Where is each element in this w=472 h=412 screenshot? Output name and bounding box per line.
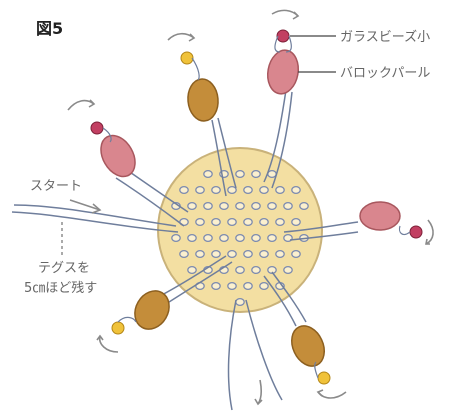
disc-hole-16 — [220, 203, 228, 210]
disc-hole-3 — [252, 171, 260, 178]
disc-hole-51 — [252, 267, 260, 274]
disc-hole-5 — [180, 187, 188, 194]
disc-hole-24 — [212, 219, 220, 226]
disc-hole-19 — [268, 203, 276, 210]
disc-hole-43 — [244, 251, 252, 258]
disc-hole-20 — [284, 203, 292, 210]
disc-hole-46 — [292, 251, 300, 258]
disc-hole-4 — [268, 171, 276, 178]
disc-hole-29 — [292, 219, 300, 226]
disc-hole-33 — [220, 235, 228, 242]
disc-hole-39 — [180, 251, 188, 258]
disc-hole-55 — [212, 283, 220, 290]
disc-hole-34 — [236, 235, 244, 242]
disc-hole-26 — [244, 219, 252, 226]
disc-hole-23 — [196, 219, 204, 226]
leave-line-label-1: テグスを — [38, 261, 90, 276]
disc-hole-60 — [236, 299, 244, 306]
figure-title: 図5 — [36, 19, 63, 38]
disc-hole-57 — [244, 283, 252, 290]
disc-hole-47 — [188, 267, 196, 274]
disc-hole-35 — [252, 235, 260, 242]
disc-hole-2 — [236, 171, 244, 178]
disc-hole-11 — [276, 187, 284, 194]
disc-hole-28 — [276, 219, 284, 226]
disc-hole-53 — [284, 267, 292, 274]
disc-hole-21 — [300, 203, 308, 210]
disc-hole-7 — [212, 187, 220, 194]
disc-hole-42 — [228, 251, 236, 258]
disc-hole-56 — [228, 283, 236, 290]
disc-hole-10 — [260, 187, 268, 194]
glass-bead-label: ガラスビーズ小 — [340, 29, 430, 45]
disc-hole-58 — [260, 283, 268, 290]
disc-hole-30 — [172, 235, 180, 242]
disc-hole-0 — [204, 171, 212, 178]
disc-hole-36 — [268, 235, 276, 242]
disc-hole-41 — [212, 251, 220, 258]
baroque-pearl-label: バロックパール — [340, 66, 430, 81]
disc-hole-44 — [260, 251, 268, 258]
disc-hole-31 — [188, 235, 196, 242]
start-label: スタート — [30, 179, 82, 194]
disc-hole-9 — [244, 187, 252, 194]
disc-hole-32 — [204, 235, 212, 242]
disc-hole-45 — [276, 251, 284, 258]
leave-line-label-2: 5㎝ほど残す — [24, 281, 97, 296]
disc-hole-17 — [236, 203, 244, 210]
disc-hole-6 — [196, 187, 204, 194]
disc-hole-18 — [252, 203, 260, 210]
disc-hole-27 — [260, 219, 268, 226]
disc-hole-12 — [292, 187, 300, 194]
disc-hole-14 — [188, 203, 196, 210]
disc-hole-15 — [204, 203, 212, 210]
disc-hole-50 — [236, 267, 244, 274]
disc-hole-25 — [228, 219, 236, 226]
disc-hole-8 — [228, 187, 236, 194]
disc-hole-40 — [196, 251, 204, 258]
